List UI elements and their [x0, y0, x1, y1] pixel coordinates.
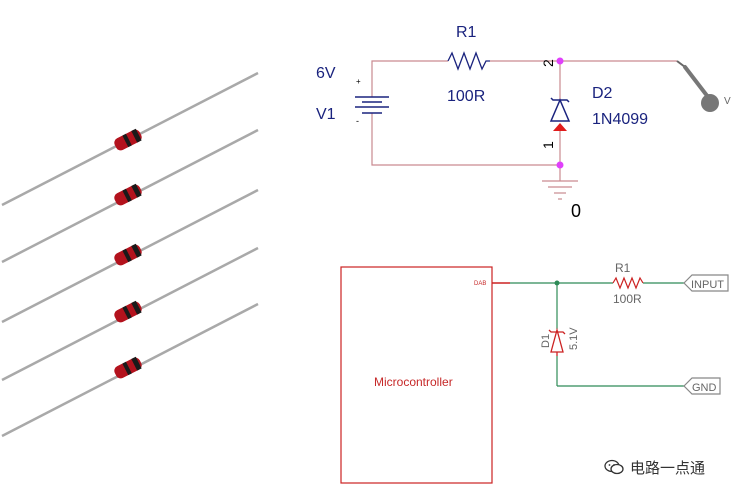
zener-diode-component-1: [1, 71, 259, 207]
node-dot-top: [556, 57, 564, 65]
gnd-port-label: GND: [692, 382, 717, 394]
ground-node-label: 0: [571, 201, 581, 221]
watermark-text: 电路一点通: [630, 458, 706, 477]
diode-d1-name-label: D1: [540, 334, 552, 348]
diode-part-label: 1N4099: [592, 111, 648, 128]
battery-symbol: [355, 96, 389, 114]
zener-diode-component-2: [1, 128, 259, 264]
wechat-icon: [604, 459, 624, 475]
battery-plus-sign: +: [356, 77, 361, 86]
gnd-port-tag: [683, 377, 721, 395]
zener-diode-component-5: [1, 302, 259, 438]
node-dot-bottom: [556, 161, 564, 169]
input-port-label: INPUT: [691, 279, 724, 291]
diode-name-label: D2: [592, 85, 613, 102]
resistor2-value-label: 100R: [613, 292, 642, 306]
source-name-label: V1: [316, 106, 336, 123]
node-top-label: 2: [540, 59, 556, 67]
zener-diode-component-3: [1, 188, 259, 324]
diode-d1-value-label: 5.1V: [568, 327, 580, 350]
circuit2-wires: [510, 282, 684, 387]
zener-diode-component-4: [1, 246, 259, 382]
source-value-label: 6V: [316, 65, 336, 82]
battery-minus-sign: -: [356, 116, 359, 126]
voltage-probe-icon: [676, 60, 719, 112]
microcontroller-label: Microcontroller: [374, 375, 453, 389]
zener-diode-d1-symbol: [548, 327, 566, 356]
mcu-pin-label: DAB: [474, 281, 486, 287]
circuit1-wires: [371, 60, 677, 181]
resistor-value-label: 100R: [447, 88, 485, 105]
junction-dot: [554, 280, 560, 286]
input-port-tag: [683, 274, 729, 292]
resistor-r1-symbol-2: [612, 276, 644, 290]
ground-icon: [542, 180, 578, 200]
probe-label: V: [724, 96, 731, 107]
watermark: 电路一点通: [604, 456, 705, 478]
resistor-r1-symbol: [447, 51, 490, 71]
zener-diode-d2-symbol: [549, 97, 571, 131]
resistor2-name-label: R1: [615, 261, 631, 275]
node-bottom-label: 1: [540, 141, 556, 149]
microcontroller-box: [340, 266, 493, 484]
resistor-name-label: R1: [456, 24, 477, 41]
